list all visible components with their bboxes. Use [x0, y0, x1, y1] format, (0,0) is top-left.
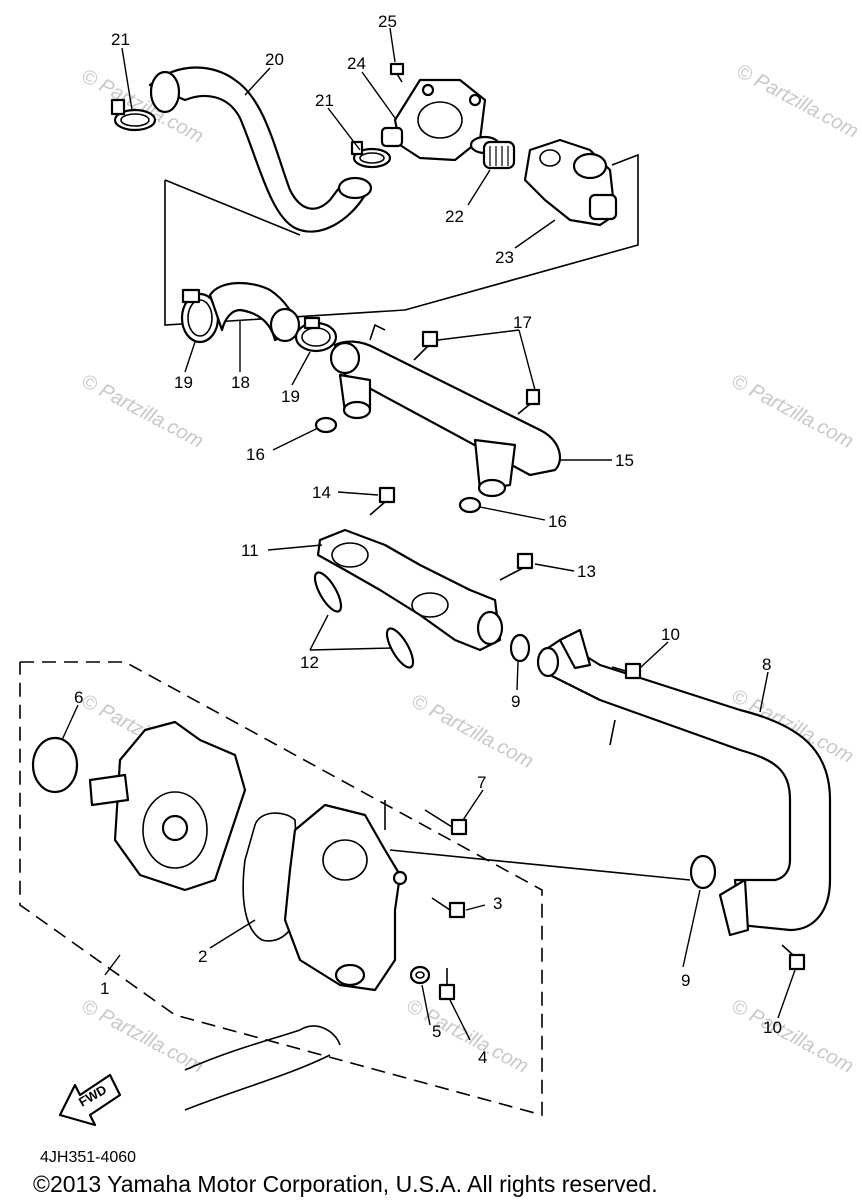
- gasket-2: [242, 812, 301, 942]
- clamp-21-b: [350, 140, 392, 169]
- watermark: © Partzilla.com: [403, 995, 532, 1078]
- callout-2: 2: [198, 947, 207, 966]
- water-pump-cover: [283, 803, 408, 992]
- callout-19-a: 19: [174, 373, 193, 392]
- water-pipe-8: [536, 628, 832, 937]
- callout-12: 12: [300, 653, 319, 672]
- bolt-17-a: [413, 330, 439, 361]
- thermostat-22: [469, 135, 516, 170]
- bolt-13: [499, 552, 534, 581]
- callout-17: 17: [513, 313, 532, 332]
- callout-11: 11: [241, 541, 259, 560]
- callout-8: 8: [762, 655, 771, 674]
- callout-6: 6: [74, 688, 83, 707]
- o-ring-16-a: [314, 416, 338, 434]
- clamp-19-b: [294, 316, 338, 353]
- callout-1: 1: [100, 979, 109, 998]
- clamp-21-a: [110, 98, 157, 132]
- callouts: 1 2 3 4 5 6 7 8 9 9 10 10 11 12 13 14 15…: [74, 12, 782, 1067]
- callout-15: 15: [615, 451, 634, 470]
- hose-18: [208, 281, 301, 343]
- callout-16-b: 16: [548, 512, 567, 531]
- o-ring-9-b: [689, 854, 717, 890]
- bolt-3: [431, 897, 466, 919]
- gasket-12-a: [313, 571, 343, 613]
- callout-22: 22: [445, 207, 464, 226]
- leader-lines: [61, 27, 796, 1041]
- bolt-25: [389, 62, 405, 83]
- watermark: © Partzilla.com: [728, 370, 857, 453]
- o-ring-16-b: [458, 496, 482, 514]
- water-pump-body: [88, 720, 247, 892]
- callout-23: 23: [495, 248, 514, 267]
- copyright-notice: ©2013 Yamaha Motor Corporation, U.S.A. A…: [33, 1171, 658, 1197]
- callout-9-b: 9: [681, 971, 690, 990]
- washer-5: [409, 965, 431, 985]
- water-manifold-11: [316, 528, 504, 652]
- callout-19-b: 19: [281, 387, 300, 406]
- callout-24: 24: [347, 54, 366, 73]
- bolt-17-b: [517, 388, 541, 415]
- diagram-reference-code: 4JH351-4060: [40, 1149, 136, 1166]
- callout-5: 5: [432, 1022, 441, 1041]
- clamp-19-a: [180, 288, 220, 344]
- watermark: © Partzilla.com: [733, 60, 862, 143]
- gasket-12-b: [385, 627, 415, 669]
- water-pipe-15: [329, 323, 562, 498]
- bolt-7: [424, 809, 468, 836]
- callout-9-a: 9: [511, 692, 520, 711]
- thermostat-cover-23: [523, 138, 618, 227]
- callout-25: 25: [378, 12, 397, 31]
- bolt-10-b: [781, 944, 806, 971]
- callout-16-a: 16: [246, 445, 265, 464]
- callout-7: 7: [477, 773, 486, 792]
- callout-3: 3: [493, 894, 502, 913]
- assembly-boundaries: [19, 153, 691, 1117]
- o-ring-6: [31, 736, 79, 794]
- callout-20: 20: [265, 50, 284, 69]
- o-ring-9-a: [509, 633, 531, 663]
- callout-18: 18: [231, 373, 250, 392]
- callout-14: 14: [312, 483, 331, 502]
- callout-10-b: 10: [763, 1018, 782, 1037]
- hose-20: [148, 66, 373, 233]
- bolt-10-a: [611, 662, 642, 680]
- bolt-4: [438, 968, 456, 1001]
- callout-4: 4: [478, 1048, 487, 1067]
- callout-10-a: 10: [661, 625, 680, 644]
- hose-lower: [184, 1025, 341, 1111]
- watermark: © Partzilla.com: [728, 995, 857, 1078]
- callout-21-a: 21: [111, 30, 130, 49]
- watermark: © Partzilla.com: [78, 995, 207, 1078]
- thermostat-housing-24: [380, 78, 487, 162]
- callout-21-b: 21: [315, 91, 334, 110]
- bolt-14: [369, 486, 396, 516]
- callout-13: 13: [577, 562, 596, 581]
- fwd-arrow-icon: FWD: [58, 1073, 122, 1127]
